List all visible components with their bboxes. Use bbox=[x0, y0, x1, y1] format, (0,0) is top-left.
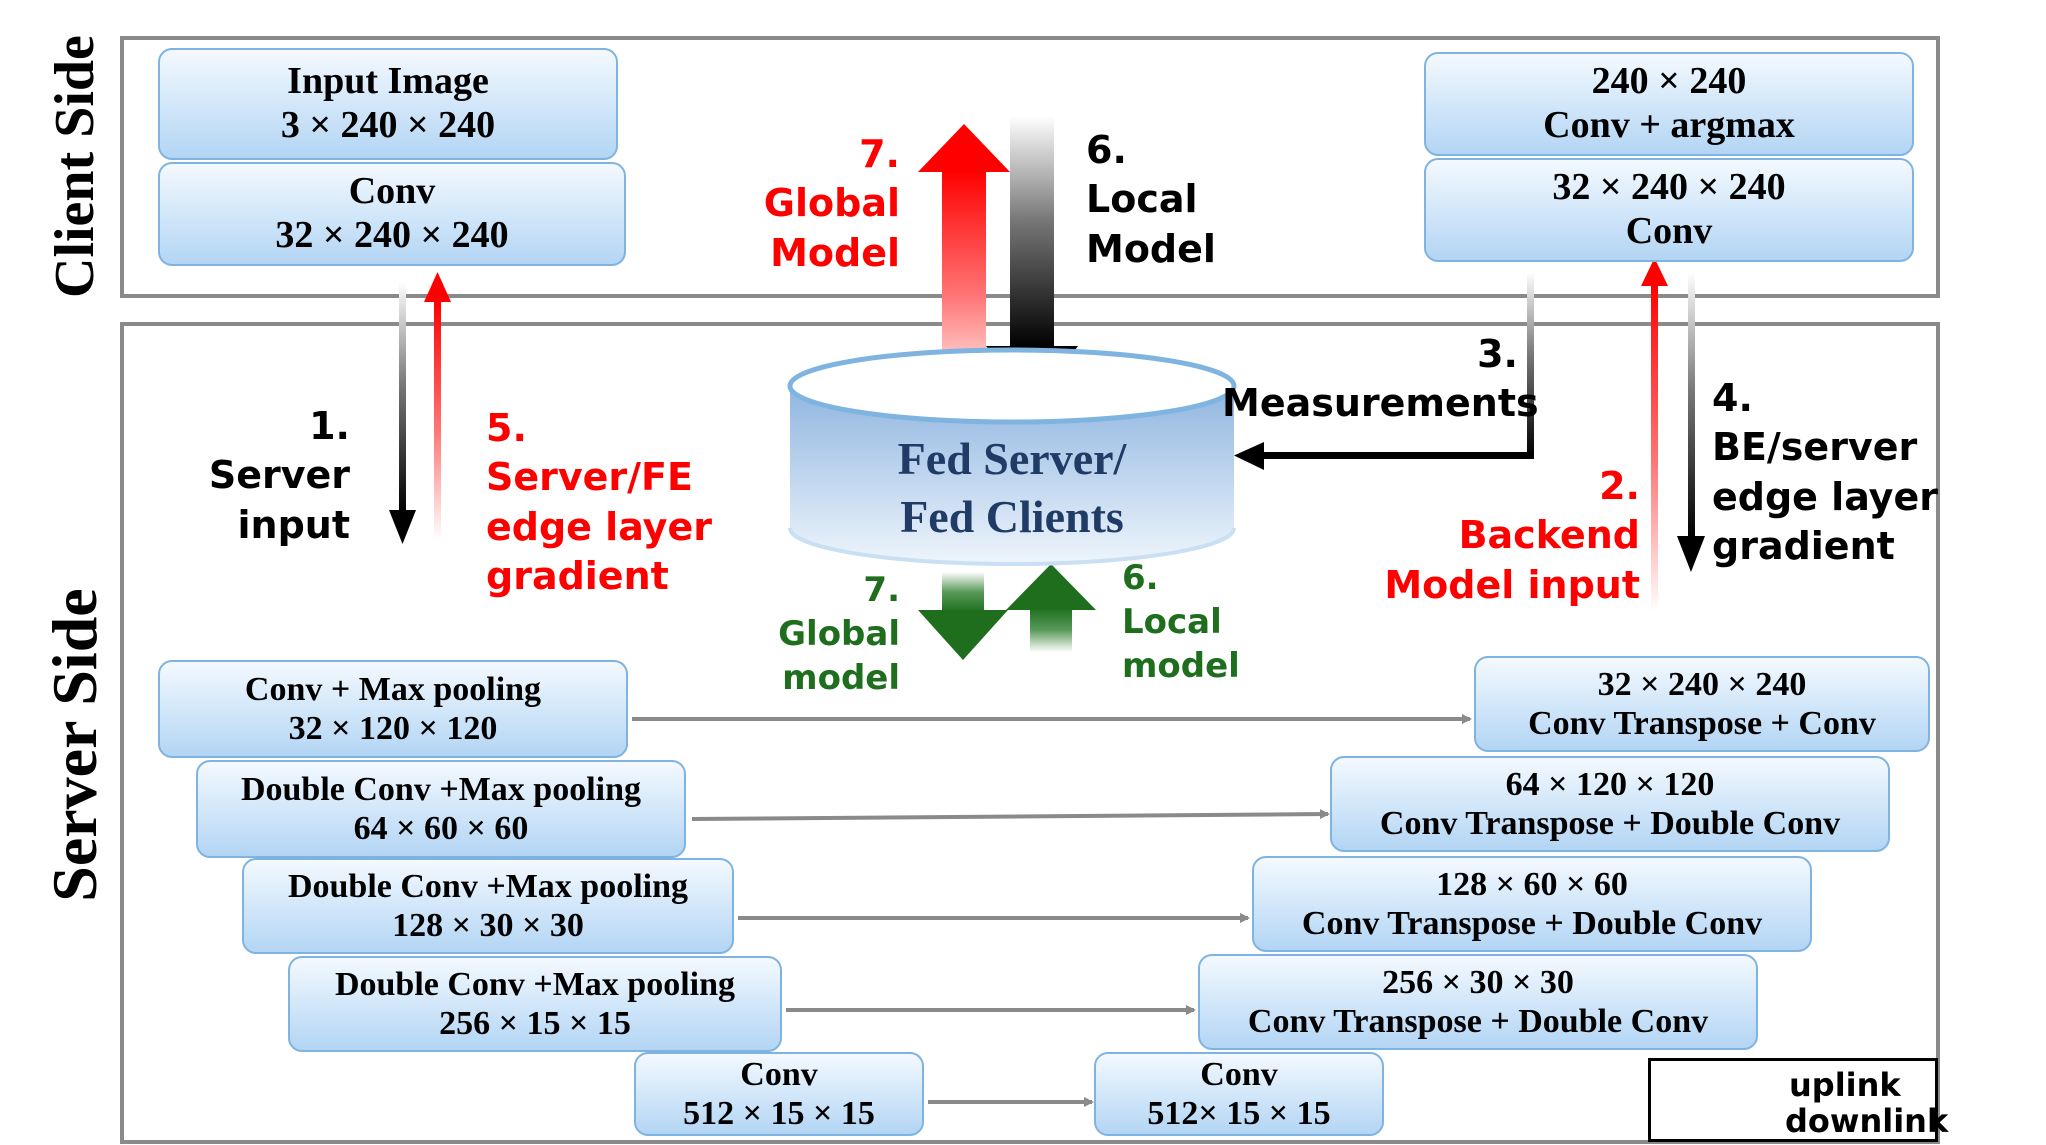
skip-connection-2 bbox=[691, 809, 1330, 821]
step-3-line-1: Measurements bbox=[1222, 381, 1539, 426]
decoder-block-2: 64 × 120 × 120 Conv Transpose + Double C… bbox=[1330, 756, 1890, 852]
decoder-block-3: 128 × 60 × 60 Conv Transpose + Double Co… bbox=[1252, 856, 1812, 952]
step-7-bottom-line-2: model bbox=[782, 658, 900, 699]
output-argmax-dims: 240 × 240 bbox=[1591, 60, 1747, 103]
input-image-title: Input Image bbox=[287, 60, 489, 103]
step-7-bottom-line-1: Global bbox=[778, 614, 900, 655]
client-output-conv-dims: 32 × 240 × 240 bbox=[1552, 166, 1786, 209]
step-4-number: 4. bbox=[1712, 376, 1753, 420]
output-argmax-box: 240 × 240 Conv + argmax bbox=[1424, 52, 1914, 156]
arrow-backend-input bbox=[1641, 258, 1668, 612]
client-output-conv-title: Conv bbox=[1625, 210, 1713, 252]
client-output-conv-box: 32 × 240 × 240 Conv bbox=[1424, 158, 1914, 262]
step-6-top-number: 6. bbox=[1086, 128, 1127, 172]
step-4-label: 4. BE/server edge layer gradient bbox=[1712, 374, 1938, 572]
legend-uplink-label: uplink bbox=[1789, 1066, 1901, 1104]
step-7-top-number: 7. bbox=[859, 132, 900, 176]
step-6-bottom-line-2: model bbox=[1122, 646, 1240, 687]
decoder-block-1-dims: 32 × 240 × 240 bbox=[1597, 665, 1807, 703]
encoder-block-3-title: Double Conv +Max pooling bbox=[287, 867, 689, 905]
step-7-top-label: 7. Global Model bbox=[740, 130, 900, 278]
step-1-line-2: input bbox=[237, 502, 351, 547]
decoder-block-1: 32 × 240 × 240 Conv Transpose + Conv bbox=[1474, 656, 1930, 752]
step-5-line-1: Server/FE bbox=[486, 455, 693, 500]
arrow-be-gradient bbox=[1677, 272, 1705, 572]
output-argmax-title: Conv + argmax bbox=[1543, 104, 1795, 146]
decoder-block-3-title: Conv Transpose + Double Conv bbox=[1301, 905, 1763, 942]
decoder-bottleneck-block: Conv 512× 15 × 15 bbox=[1094, 1052, 1384, 1136]
encoder-block-1-title: Conv + Max pooling bbox=[244, 670, 542, 708]
encoder-block-3-dims: 128 × 30 × 30 bbox=[392, 907, 584, 944]
step-6-top-label: 6. Local Model bbox=[1086, 126, 1216, 274]
fed-server-line-1: Fed Server/ bbox=[897, 433, 1127, 484]
step-4-line-3: gradient bbox=[1712, 524, 1895, 569]
step-7-top-line-2: Model bbox=[770, 230, 900, 275]
encoder-block-4-dims: 256 × 15 × 15 bbox=[439, 1005, 631, 1042]
step-7-bottom-label: 7. Global model bbox=[770, 568, 900, 701]
arrow-server-input bbox=[389, 282, 416, 544]
step-6-bottom-label: 6. Local model bbox=[1122, 556, 1240, 689]
step-7-bottom-number: 7. bbox=[863, 570, 900, 610]
step-5-label: 5. Server/FE edge layer gradient bbox=[486, 404, 712, 602]
step-2-number: 2. bbox=[1599, 464, 1640, 508]
input-image-box: Input Image 3 × 240 × 240 bbox=[158, 48, 618, 160]
arrow-global-model-bottom bbox=[918, 572, 1008, 660]
decoder-bottleneck-title: Conv bbox=[1200, 1055, 1278, 1093]
encoder-block-2-dims: 64 × 60 × 60 bbox=[353, 810, 529, 847]
input-image-dims: 3 × 240 × 240 bbox=[280, 104, 496, 146]
decoder-block-4: 256 × 30 × 30 Conv Transpose + Double Co… bbox=[1198, 954, 1758, 1050]
step-1-number: 1. bbox=[309, 404, 350, 448]
step-5-line-3: gradient bbox=[486, 554, 669, 599]
step-2-line-2: Model input bbox=[1384, 562, 1640, 607]
bottleneck-block-dims: 512 × 15 × 15 bbox=[683, 1095, 875, 1132]
step-6-top-line-1: Local bbox=[1086, 177, 1198, 222]
client-conv-title: Conv bbox=[348, 170, 436, 213]
encoder-block-4: Double Conv +Max pooling 256 × 15 × 15 bbox=[288, 956, 782, 1052]
encoder-block-2: Double Conv +Max pooling 64 × 60 × 60 bbox=[196, 760, 686, 858]
client-conv-box: Conv 32 × 240 × 240 bbox=[158, 162, 626, 266]
fed-server-cylinder bbox=[787, 347, 1237, 566]
step-6-bottom-number: 6. bbox=[1122, 558, 1159, 598]
step-6-bottom-line-1: Local bbox=[1122, 602, 1222, 643]
step-2-label: 2. Backend Model input bbox=[1370, 462, 1640, 610]
step-7-top-line-1: Global bbox=[763, 181, 900, 226]
decoder-bottleneck-dims: 512× 15 × 15 bbox=[1147, 1095, 1331, 1132]
decoder-block-3-dims: 128 × 60 × 60 bbox=[1436, 865, 1628, 903]
arrow-measurements bbox=[1234, 272, 1534, 470]
decoder-block-2-title: Conv Transpose + Double Conv bbox=[1379, 805, 1841, 842]
encoder-block-4-title: Double Conv +Max pooling bbox=[334, 965, 736, 1003]
step-3-number: 3. bbox=[1477, 332, 1518, 376]
step-5-number: 5. bbox=[486, 406, 527, 450]
fed-server-line-2: Fed Clients bbox=[900, 490, 1124, 542]
arrow-local-model-bottom bbox=[1006, 564, 1096, 652]
step-2-line-1: Backend bbox=[1458, 513, 1640, 558]
decoder-block-4-title: Conv Transpose + Double Conv bbox=[1247, 1003, 1709, 1040]
decoder-block-4-dims: 256 × 30 × 30 bbox=[1382, 963, 1574, 1001]
decoder-block-2-dims: 64 × 120 × 120 bbox=[1505, 765, 1715, 803]
step-4-line-1: BE/server bbox=[1712, 425, 1918, 470]
legend-downlink-label: downlink bbox=[1785, 1102, 1949, 1140]
arrow-fe-gradient bbox=[424, 272, 451, 540]
step-1-line-1: Server bbox=[208, 453, 350, 498]
legend: uplink downlink bbox=[1648, 1058, 1948, 1142]
step-6-top-line-2: Model bbox=[1086, 226, 1216, 271]
step-3-label: 3. Measurements bbox=[1222, 330, 1539, 429]
encoder-block-3: Double Conv +Max pooling 128 × 30 × 30 bbox=[242, 858, 734, 954]
client-conv-dims: 32 × 240 × 240 bbox=[275, 214, 509, 256]
decoder-block-1-title: Conv Transpose + Conv bbox=[1528, 705, 1876, 742]
step-1-label: 1. Server input bbox=[190, 402, 350, 550]
bottleneck-block: Conv 512 × 15 × 15 bbox=[634, 1052, 924, 1136]
step-5-line-2: edge layer bbox=[486, 504, 712, 549]
encoder-block-2-title: Double Conv +Max pooling bbox=[240, 770, 642, 808]
bottleneck-block-title: Conv bbox=[740, 1055, 818, 1093]
encoder-block-1: Conv + Max pooling 32 × 120 × 120 bbox=[158, 660, 628, 758]
step-4-line-2: edge layer bbox=[1712, 474, 1938, 519]
encoder-block-1-dims: 32 × 120 × 120 bbox=[288, 710, 498, 747]
fed-server-label: Fed Server/ Fed Clients bbox=[830, 430, 1194, 545]
